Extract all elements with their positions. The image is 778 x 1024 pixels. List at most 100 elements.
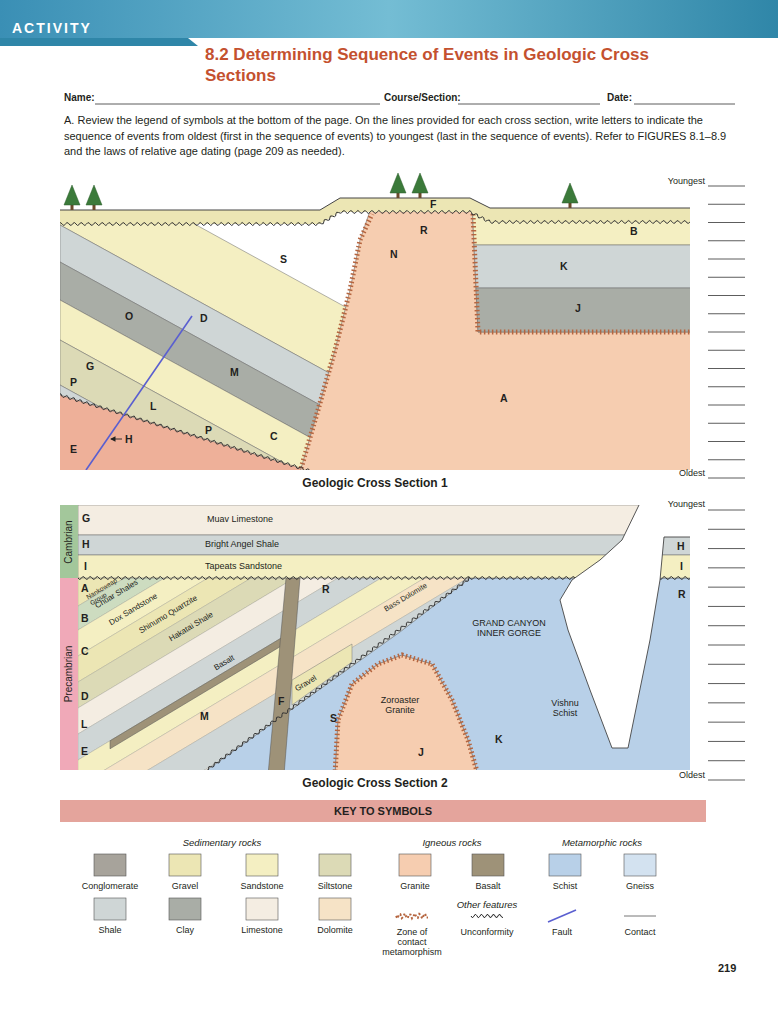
unit-letter: P — [205, 424, 212, 436]
legend-swatch — [246, 854, 278, 876]
legend-swatch — [169, 854, 201, 876]
unit-letter: J — [575, 302, 581, 314]
answer-line — [708, 548, 745, 549]
unit-letter: I — [84, 560, 87, 572]
answer-line — [708, 606, 745, 607]
formation-name: Gravel — [294, 674, 319, 693]
rock-layer — [78, 535, 690, 555]
unit-letter: K — [495, 733, 503, 745]
legend-sample — [319, 898, 351, 920]
unit-letter: O — [125, 310, 133, 322]
legend-label: Schist — [525, 882, 605, 892]
answer-line — [708, 760, 745, 761]
answer-line — [458, 104, 600, 105]
unit-letter: G — [86, 360, 94, 372]
form-field: Name: — [64, 92, 95, 104]
unit-letter: K — [560, 260, 568, 272]
legend-label: Siltstone — [295, 882, 375, 892]
legend-label: Fault — [522, 928, 602, 938]
legend-sample — [549, 854, 581, 876]
unit-letter: H — [677, 540, 685, 552]
unconformity — [60, 394, 330, 471]
unit-letter: M — [230, 366, 239, 378]
unit-letter: A — [500, 392, 508, 404]
formation-name: Bass Dolomite — [383, 582, 429, 614]
legend-label: Gneiss — [600, 882, 680, 892]
legend-swatch — [549, 854, 581, 876]
legend-swatch — [472, 854, 504, 876]
answer-line — [708, 478, 745, 479]
answer-line — [708, 240, 745, 241]
answer-line — [708, 204, 745, 205]
rock-layer — [476, 288, 690, 332]
legend-sample — [169, 898, 201, 920]
unit-letter: I — [680, 560, 683, 572]
period-band: Cambrian — [60, 505, 78, 578]
legend-group-heading: Other features — [437, 900, 537, 911]
order-label: Oldest — [645, 468, 705, 478]
unit-letter: E — [70, 443, 77, 455]
tree-crown — [390, 173, 406, 193]
key-header-bar: KEY TO SYMBOLS — [60, 800, 706, 822]
activity-title: 8.2 Determining Sequence of Events in Ge… — [205, 44, 675, 86]
legend-symbols — [94, 854, 656, 922]
legend-label: Zone of contact metamorphism — [381, 928, 443, 958]
unit-letter: N — [390, 248, 398, 260]
leader-arrow — [111, 439, 122, 440]
unit-letter: B — [81, 612, 89, 624]
ground-surface — [60, 198, 690, 210]
form-field: Date: — [607, 92, 632, 104]
legend-group-heading: Metamorphic rocks — [542, 838, 662, 849]
legend-label: Sandstone — [222, 882, 302, 892]
answer-line — [708, 405, 745, 406]
feature-name: GRAND CANYON INNER GORGE — [470, 618, 548, 639]
tree-crown — [64, 185, 80, 205]
unit-letter: D — [81, 690, 89, 702]
unit-letter: G — [82, 512, 90, 524]
fault-symbol — [548, 910, 576, 922]
answer-line — [708, 741, 745, 742]
legend-sample — [94, 854, 126, 876]
answer-line — [708, 702, 745, 703]
legend-swatch — [246, 898, 278, 920]
tree-crown — [86, 185, 102, 205]
answer-line — [708, 683, 745, 684]
answer-line — [708, 368, 745, 369]
period-band: Precambrian — [60, 578, 78, 770]
unit-letter: J — [418, 746, 424, 758]
answer-line — [708, 259, 745, 260]
answer-line — [708, 332, 745, 333]
unit-letter: M — [200, 710, 209, 722]
unit-letter: R — [420, 224, 428, 236]
formation-name: Muav Limestone — [207, 514, 273, 524]
answer-line — [708, 295, 745, 296]
answer-line — [708, 222, 745, 223]
answer-line — [708, 459, 745, 460]
unit-letter: D — [200, 312, 208, 324]
formation-name: Zoroaster Granite — [370, 695, 430, 716]
unit-letter: E — [81, 745, 88, 757]
legend-sample — [246, 854, 278, 876]
answer-line — [634, 104, 735, 105]
legend-label: Clay — [145, 926, 225, 936]
legend-group-heading: Sedimentary rocks — [162, 838, 282, 849]
unit-letter: R — [322, 583, 330, 595]
period-label: Precambrian — [64, 646, 74, 703]
activity-tag: ACTIVITY — [12, 20, 92, 36]
contact-symbol — [624, 916, 656, 917]
unit-letter: F — [278, 695, 284, 707]
unit-letter: F — [430, 198, 436, 210]
formation-name: Tapeats Sandstone — [205, 561, 282, 571]
unconformity — [200, 577, 469, 770]
answer-line — [708, 780, 745, 781]
contact-metamorphism — [473, 214, 690, 332]
answer-line — [708, 587, 745, 588]
rock-layer — [78, 505, 690, 535]
basalt-dike — [268, 578, 300, 770]
unit-letter: S — [330, 712, 337, 724]
sky — [60, 188, 690, 210]
answer-line — [708, 350, 745, 351]
order-label: Oldest — [645, 770, 705, 780]
